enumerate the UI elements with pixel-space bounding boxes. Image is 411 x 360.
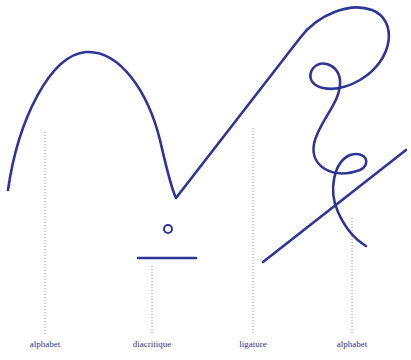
ligature-stroke xyxy=(263,150,406,262)
diacritic-bar xyxy=(138,257,196,260)
letter-stroke xyxy=(8,8,389,246)
leader-line xyxy=(253,128,254,334)
leader-line xyxy=(152,266,153,334)
diacritic-dot xyxy=(164,225,172,233)
part-label: diacritique xyxy=(132,339,172,350)
part-label: ligature xyxy=(238,339,268,350)
part-label: alphabet xyxy=(336,339,369,350)
leader-line xyxy=(45,132,46,334)
part-label: alphabet xyxy=(29,339,62,350)
